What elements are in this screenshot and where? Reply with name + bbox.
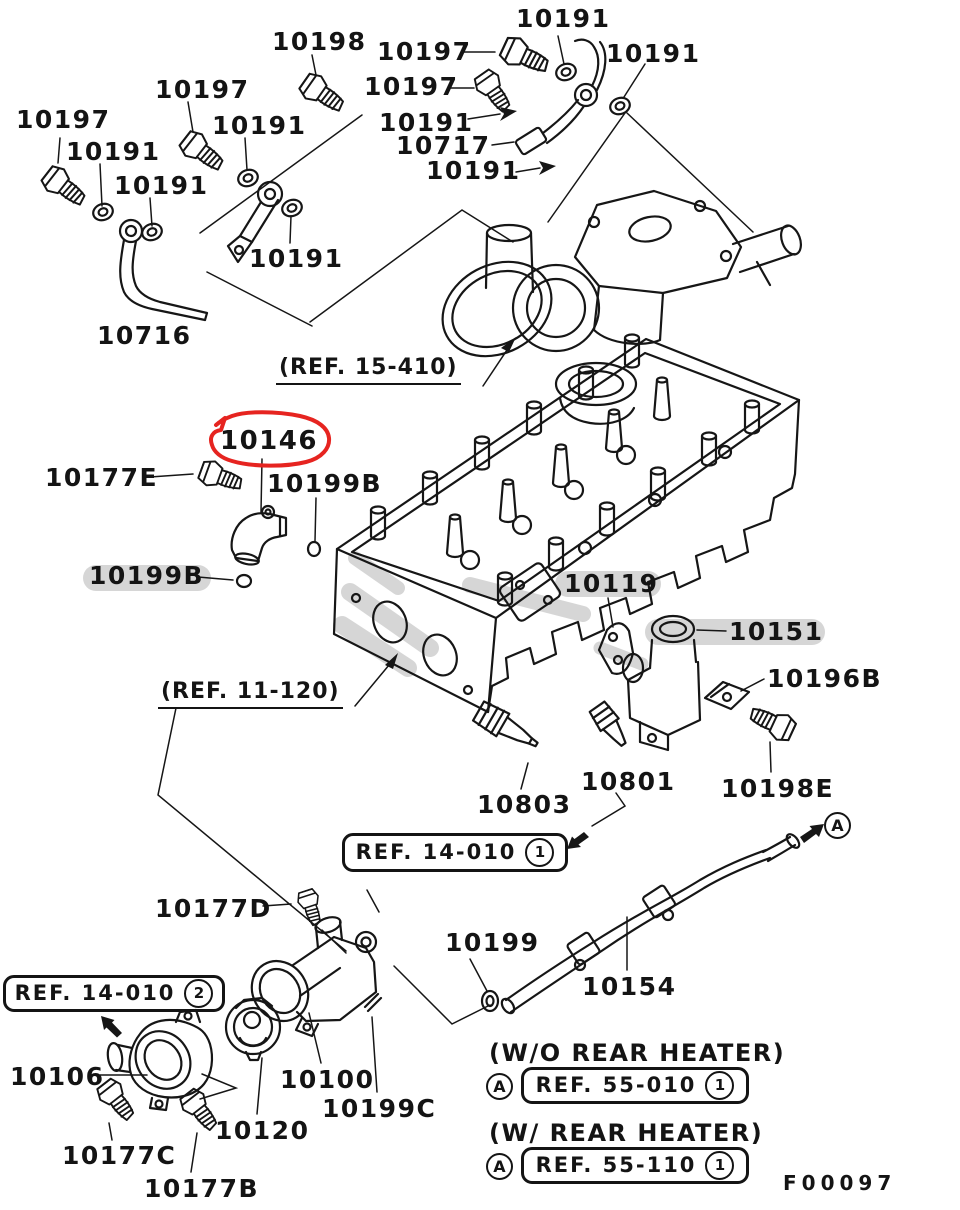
turbocharger [441,189,802,425]
ref-box-55-010: REF. 55-010 1 [521,1067,749,1104]
part-label-10106: 10106 [10,1062,105,1091]
part-label-10120: 10120 [215,1116,310,1145]
part-label-10119: 10119 [564,569,659,598]
part-label-10191-6: 10191 [379,108,474,137]
point-a-marker-1: A [486,1073,513,1100]
part-label-10177C: 10177C [62,1141,177,1170]
bold-arrow-to-ref14010-icon [567,832,589,849]
ref-box-label: REF. 14-010 [14,981,176,1005]
water-outlet-group [471,614,799,752]
part-label-10191-1: 10191 [66,137,161,166]
part-label-10191-4: 10191 [249,244,344,273]
circled-1-badge: 1 [525,838,555,867]
part-label-10191-5: 10191 [516,4,611,33]
water-pipe-10154 [480,833,801,1015]
ref-box-14-010-2: REF. 14-010 2 [3,975,225,1012]
part-label-10199C: 10199C [322,1094,437,1123]
ref-box-label: REF. 14-010 [355,840,517,864]
oil-pipe-cluster [37,32,634,322]
ref-box-14-010-1: REF. 14-010 1 [342,833,568,872]
part-label-10716: 10716 [97,321,192,350]
part-label-10191-7: 10191 [426,156,521,185]
part-label-10151: 10151 [729,617,824,646]
water-bypass-fitting [195,456,322,589]
part-label-10199: 10199 [445,928,540,957]
figure-code: F00097 [783,1171,897,1195]
ref-box-label: REF. 55-010 [535,1073,697,1097]
circled-2-badge: 2 [184,979,214,1008]
cylinder-head [332,333,801,714]
part-label-10191-8: 10191 [606,39,701,68]
part-label-10199B-2: 10199B [89,561,205,590]
reference-head: (REF. 11-120) [158,681,343,709]
part-label-10197-1: 10197 [16,105,111,134]
bold-arrow-to-ref14010-2-icon [101,1016,122,1038]
part-label-10154: 10154 [582,972,677,1001]
leader-lines [57,35,772,1173]
bold-arrow-to-point-a-icon [800,824,824,843]
part-label-10146-red-circled: 10146 [220,426,318,456]
part-label-10197-3: 10197 [377,37,472,66]
red-circle-annotation [209,410,332,468]
part-label-10198: 10198 [272,27,367,56]
part-label-10177E: 10177E [45,463,159,492]
part-label-10717: 10717 [396,131,491,160]
part-label-10197-4: 10197 [364,72,459,101]
part-label-10177B: 10177B [144,1174,260,1203]
thermostat-case-group [93,887,383,1137]
ref-box-label: REF. 55-110 [535,1153,697,1177]
part-label-10801: 10801 [581,767,676,796]
circled-1-badge: 1 [705,1071,735,1100]
part-label-10197-2: 10197 [155,75,250,104]
point-a-marker-2: A [486,1153,513,1180]
part-label-10198E: 10198E [721,774,835,803]
part-label-10803: 10803 [477,790,572,819]
note-without-rear-heater: (W/O REAR HEATER) [489,1039,786,1067]
part-label-10177D: 10177D [155,894,272,923]
part-label-10100: 10100 [280,1065,375,1094]
part-label-10191-2: 10191 [114,171,209,200]
part-label-10196B: 10196B [767,664,883,693]
part-label-10191-3: 10191 [212,111,307,140]
reference-turbo: (REF. 15-410) [276,357,461,385]
part-label-10199B-1: 10199B [267,469,383,498]
circled-1-badge: 1 [705,1151,735,1180]
point-a-marker-pipe-end: A [824,812,851,839]
ref-box-55-110: REF. 55-110 1 [521,1147,749,1184]
note-with-rear-heater: (W/ REAR HEATER) [489,1119,764,1147]
